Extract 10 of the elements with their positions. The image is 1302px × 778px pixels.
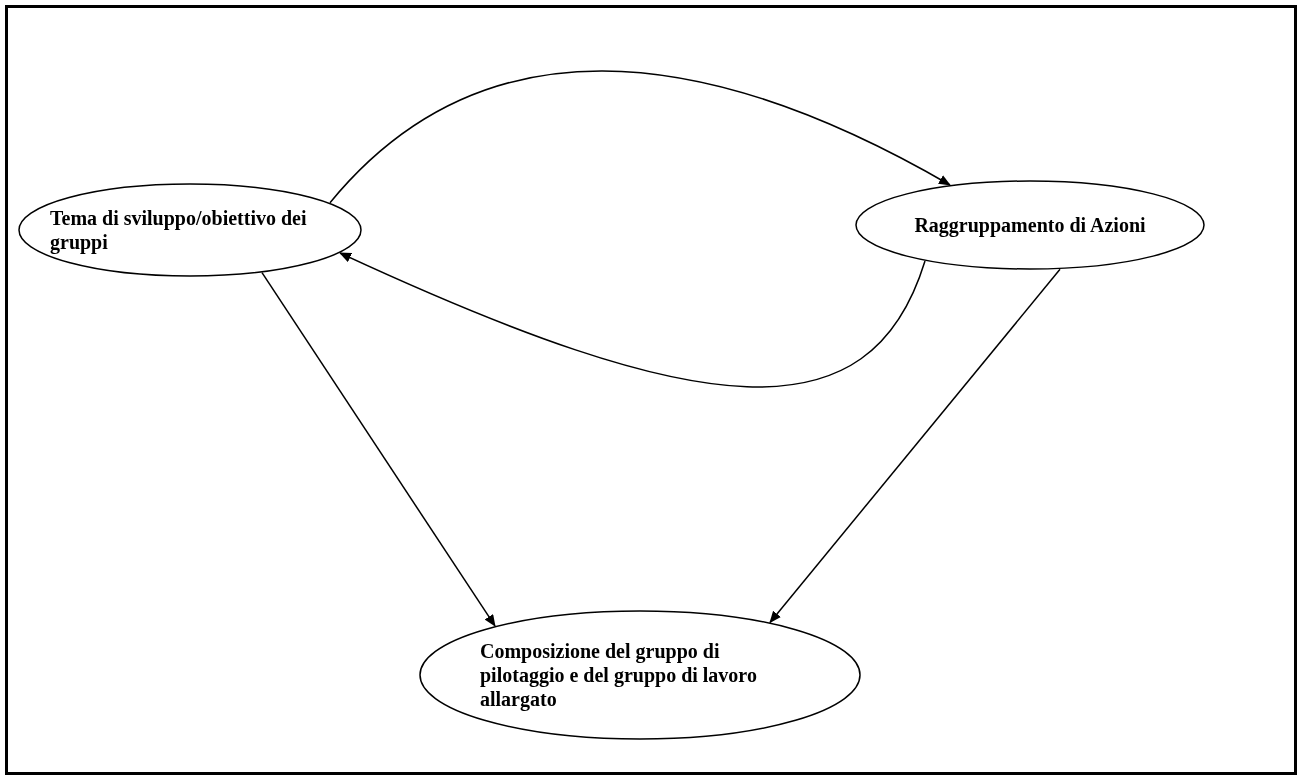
arrow [339,252,926,388]
node-label: Tema di sviluppo/obiettivo dei gruppi [50,206,308,254]
ellipse-node [855,180,1205,270]
arrow [769,268,1061,624]
ellipse-node [419,610,861,740]
node-label: Raggruppamento di Azioni [914,213,1146,237]
ellipse-node [18,183,362,277]
node-label: Composizione del gruppo di pilotaggio e del gruppo di lavoro allargato [480,639,758,711]
arrow [329,70,951,204]
arrow [261,271,496,627]
